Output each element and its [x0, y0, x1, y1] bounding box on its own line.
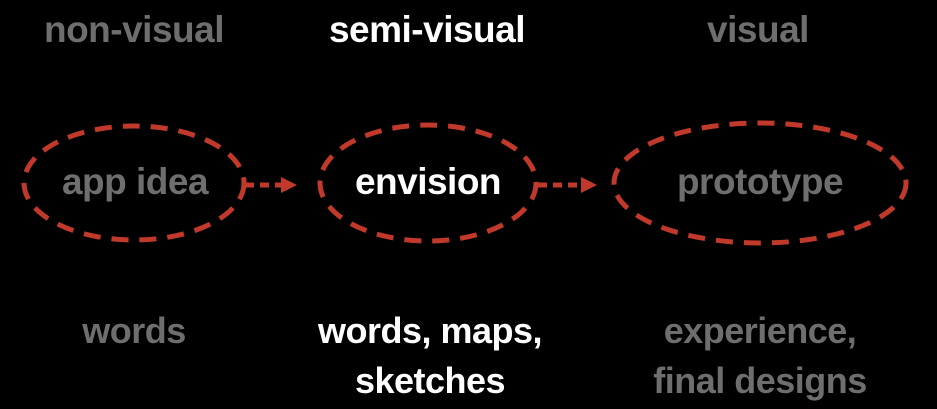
description-semi-visual: words, maps, sketches: [290, 306, 570, 406]
prototype-node-outline: [611, 120, 909, 246]
description-line: final designs: [653, 360, 867, 401]
node-label-prototype: prototype: [676, 161, 844, 202]
description-non-visual: words: [8, 306, 260, 356]
description-line: sketches: [354, 360, 506, 401]
column-heading-semi-visual: semi-visual: [328, 9, 526, 50]
node-label-envision: envision: [354, 161, 502, 202]
column-heading-non-visual: non-visual: [43, 9, 225, 50]
envision-node-outline: [317, 122, 539, 244]
app-idea-node-outline: [21, 123, 247, 243]
connector-arrow-2: [538, 177, 597, 193]
connector-arrow-1: [245, 177, 297, 193]
column-heading-visual: visual: [707, 9, 809, 50]
node-label-app-idea: app idea: [61, 161, 209, 202]
description-line: words: [82, 310, 186, 351]
description-line: words, maps,: [317, 310, 543, 351]
description-line: experience,: [663, 310, 857, 351]
description-visual: experience, final designs: [620, 306, 900, 406]
